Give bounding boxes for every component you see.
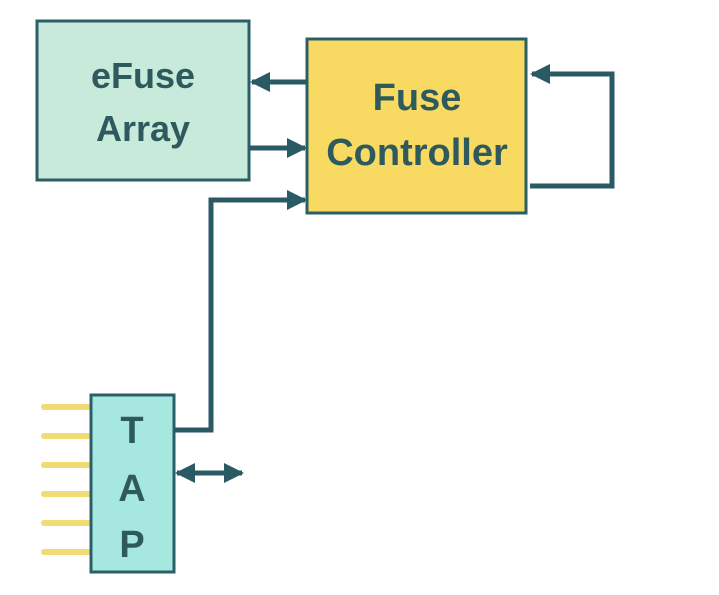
fuse-controller-label-line1: Fuse bbox=[373, 77, 462, 119]
efuse-array-label-line1: eFuse bbox=[91, 55, 195, 96]
efuse-array-box bbox=[35, 19, 251, 182]
fuse-controller-block: Fuse Controller bbox=[305, 37, 528, 215]
efuse-array-label-line2: Array bbox=[96, 108, 190, 149]
arrow-tap-to-controller bbox=[174, 190, 307, 433]
tap-block: T A P bbox=[89, 393, 176, 574]
tap-letter-p: P bbox=[119, 524, 144, 566]
tap-box bbox=[89, 393, 176, 574]
tap-letter-t: T bbox=[120, 410, 143, 452]
fuse-controller-box bbox=[305, 37, 528, 215]
efuse-array-block: eFuse Array bbox=[35, 19, 251, 182]
tap-letter-a: A bbox=[118, 468, 145, 510]
fuse-controller-label-line2: Controller bbox=[326, 132, 508, 174]
tap-pins bbox=[41, 404, 94, 555]
connections bbox=[174, 64, 615, 483]
arrow-controller-feedback-loop bbox=[530, 64, 615, 189]
